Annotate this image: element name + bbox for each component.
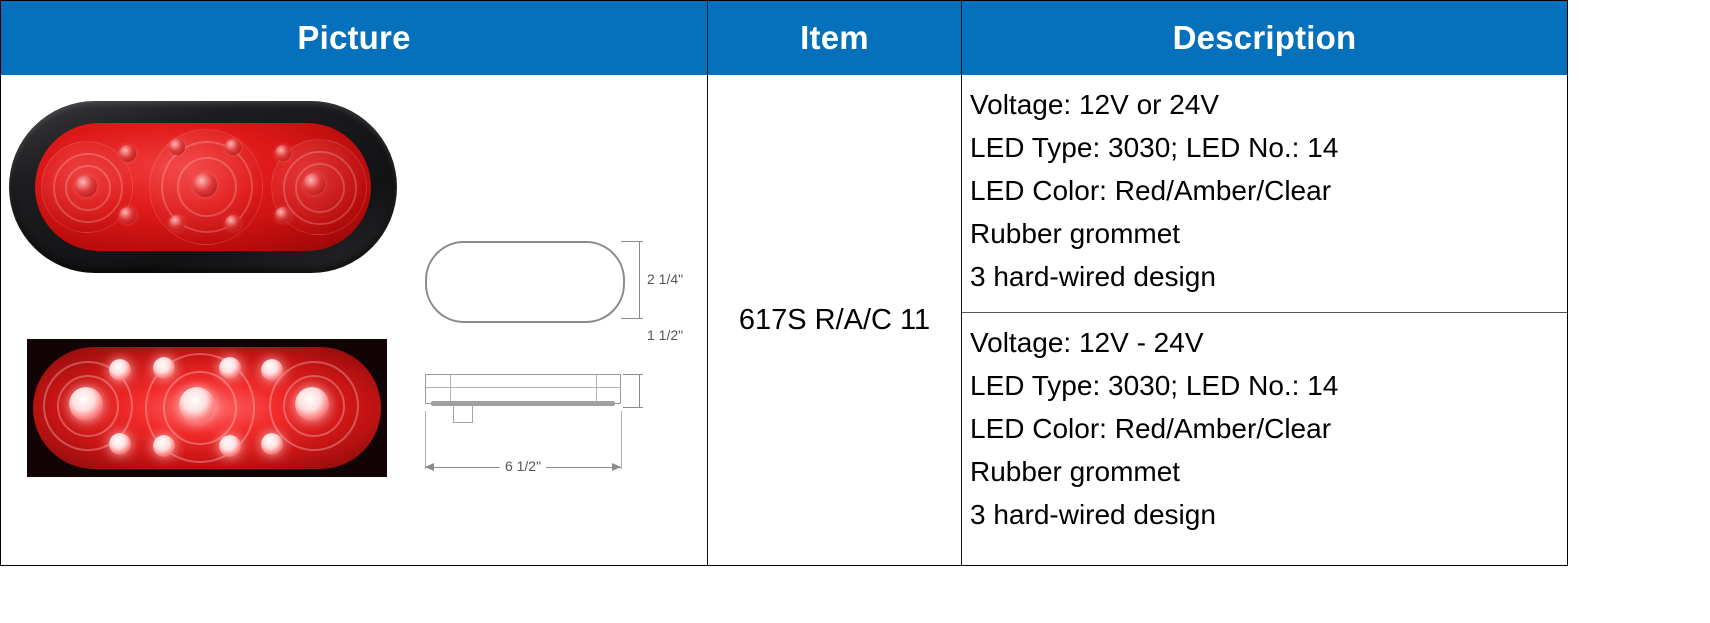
description-line: 3 hard-wired design: [970, 261, 1216, 292]
dimension-ext-bottom: [621, 318, 643, 319]
item-code: 617S R/A/C 11: [738, 303, 931, 336]
drawing-side-view: [425, 374, 621, 423]
technical-drawing: 2 1/4" 1 1/2": [411, 75, 707, 565]
dimension-line-depth: [639, 374, 640, 408]
product-photo-secondary: [27, 339, 387, 477]
lamp-lens-illuminated: [33, 347, 381, 469]
dimension-ext-left: [425, 411, 426, 469]
dimension-ext-depth-bottom: [623, 407, 643, 408]
dimension-ext-right: [621, 411, 622, 469]
product-spec-table: Picture Item Description: [0, 0, 1568, 566]
cell-picture: 2 1/4" 1 1/2": [1, 75, 707, 565]
column-header-description-label: Description: [1172, 19, 1357, 56]
table-header-row: Picture Item Description: [1, 1, 1567, 75]
cell-item: 617S R/A/C 11: [707, 75, 961, 565]
dimension-label-height: 2 1/4": [647, 271, 684, 287]
description-line: Voltage: 12V or 24V: [970, 89, 1220, 120]
description-line: 3 hard-wired design: [970, 499, 1216, 530]
description-line: LED Type: 3030; LED No.: 14: [970, 132, 1339, 163]
description-block-secondary: Voltage: 12V - 24V LED Type: 3030; LED N…: [962, 313, 1567, 565]
description-line: LED Color: Red/Amber/Clear: [970, 175, 1332, 206]
dimension-arrow-left: [425, 463, 434, 471]
column-header-description: Description: [961, 1, 1567, 75]
dimension-arrow-right: [612, 463, 621, 471]
side-flange: [431, 401, 615, 406]
side-connector-stub: [453, 406, 473, 423]
description-line: Rubber grommet: [970, 218, 1181, 249]
dimension-ext-depth-top: [623, 374, 643, 375]
dimension-label-depth: 1 1/2": [647, 327, 684, 343]
product-images: 2 1/4" 1 1/2": [1, 75, 707, 565]
column-header-picture: Picture: [1, 1, 707, 75]
column-header-picture-label: Picture: [297, 19, 411, 56]
side-body: [425, 374, 621, 404]
dimension-line-height: [639, 241, 640, 319]
drawing-top-view: [425, 241, 625, 323]
dimension-label-length: 6 1/2": [499, 458, 547, 474]
description-block-primary: Voltage: 12V or 24V LED Type: 3030; LED …: [962, 75, 1567, 313]
description-line: Voltage: 12V - 24V: [970, 327, 1204, 358]
table-body: 2 1/4" 1 1/2": [1, 75, 1567, 565]
column-header-item: Item: [707, 1, 961, 75]
lamp-lens: [35, 123, 371, 251]
column-header-item-label: Item: [800, 19, 869, 56]
product-photo-primary: [9, 101, 397, 273]
dimension-line-length: 6 1/2": [425, 458, 621, 474]
description-line: LED Color: Red/Amber/Clear: [970, 413, 1332, 444]
dimension-ext-top: [621, 241, 643, 242]
description-line: Rubber grommet: [970, 456, 1181, 487]
description-line: LED Type: 3030; LED No.: 14: [970, 370, 1339, 401]
cell-description: Voltage: 12V or 24V LED Type: 3030; LED …: [961, 75, 1567, 565]
